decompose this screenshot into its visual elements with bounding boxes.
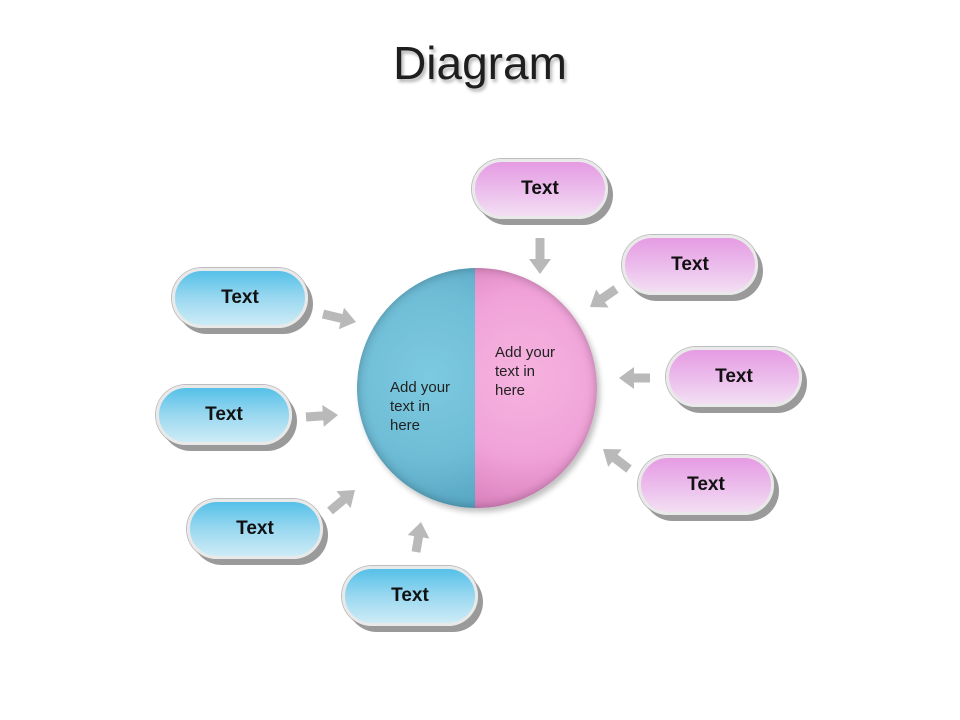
arrow-2 <box>305 405 338 427</box>
pink-box-2[interactable]: Text <box>622 235 758 295</box>
circle-left-text: Add your text in here <box>390 379 451 434</box>
blue-box-4[interactable]: Text <box>342 566 478 626</box>
blue-box-2[interactable]: Text <box>156 385 292 445</box>
circle-left-half <box>357 268 479 508</box>
arrow-8 <box>603 449 632 473</box>
arrow-6 <box>590 285 619 308</box>
pink-box-4[interactable]: Text <box>638 455 774 515</box>
circle-right-text: Add your text in here <box>495 344 556 399</box>
arrow-3 <box>327 490 355 515</box>
blue-box-1[interactable]: Text <box>172 268 308 328</box>
pink-box-3[interactable]: Text <box>666 347 802 407</box>
diagram-title: Diagram <box>393 37 567 89</box>
pink-box-1[interactable]: Text <box>472 159 608 219</box>
arrow-1 <box>321 307 356 330</box>
arrow-5 <box>529 238 551 274</box>
blue-box-3[interactable]: Text <box>187 499 323 559</box>
center-circle: Add your text in here Add your text in h… <box>357 268 597 508</box>
arrow-7 <box>619 367 650 389</box>
arrow-4 <box>407 522 430 553</box>
circle-right-half <box>475 268 597 508</box>
